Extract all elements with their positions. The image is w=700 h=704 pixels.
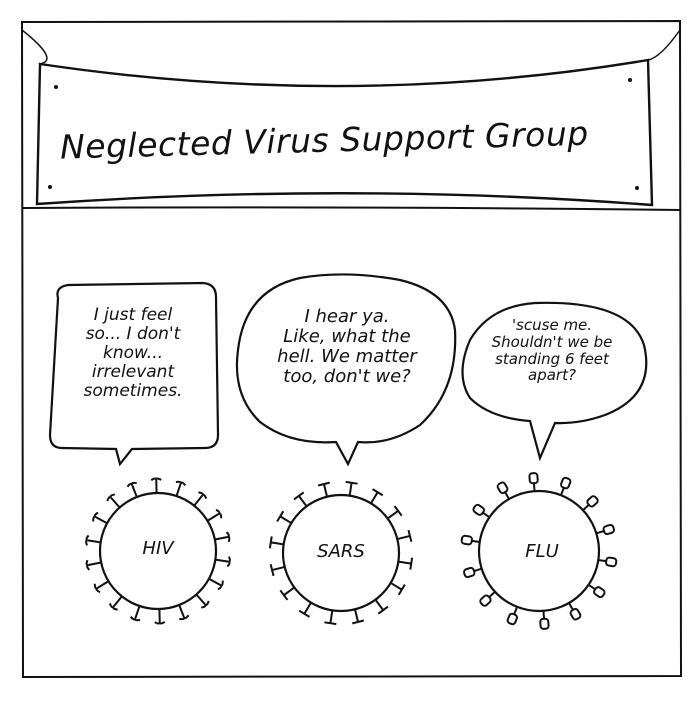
hiv-spike bbox=[135, 606, 139, 618]
wall-floor-line bbox=[22, 207, 681, 210]
flu-spike-knob bbox=[540, 619, 549, 630]
sars-spike bbox=[397, 536, 410, 539]
sars-spike bbox=[299, 496, 307, 506]
flu-speech-text: 'scuse me. Shouldn't we be standing 6 fe… bbox=[472, 317, 632, 384]
hiv-spike bbox=[97, 581, 108, 588]
sars-spike bbox=[271, 542, 284, 544]
sars-spike bbox=[304, 603, 311, 614]
hiv-label: HIV bbox=[113, 539, 203, 559]
sars-spike bbox=[324, 484, 327, 497]
flu-spike-knob bbox=[461, 535, 472, 544]
sars-spike-cap bbox=[395, 506, 402, 516]
flu-spike-knob bbox=[463, 567, 475, 578]
flu-spike-knob bbox=[497, 481, 509, 494]
sars-spike-cap bbox=[408, 530, 411, 542]
hiv-spike bbox=[88, 562, 101, 565]
banner-hanging-line bbox=[22, 30, 47, 64]
hiv-spike bbox=[96, 517, 107, 523]
hiv-spike-tip bbox=[155, 622, 165, 624]
sars-spike-cap bbox=[324, 622, 336, 624]
sars-spike bbox=[398, 562, 411, 564]
hiv-spike bbox=[132, 485, 137, 497]
sars-spike-cap bbox=[410, 558, 412, 570]
hiv-spike bbox=[196, 595, 205, 605]
sars-spike-cap bbox=[271, 564, 274, 576]
sars-spike-cap bbox=[352, 620, 364, 623]
hiv-spike bbox=[208, 514, 219, 521]
sars-spike bbox=[355, 609, 358, 622]
sars-spike-cap bbox=[373, 489, 383, 495]
flu-spike-knob bbox=[472, 504, 485, 516]
sars-spike bbox=[371, 492, 378, 503]
sars-spike bbox=[330, 610, 332, 623]
hiv-spike-tip bbox=[151, 478, 161, 480]
hiv-spike bbox=[209, 579, 220, 585]
flu-spike-knob bbox=[593, 586, 606, 598]
flu-spike-knob bbox=[606, 557, 617, 566]
sars-spike-cap bbox=[280, 590, 287, 600]
sars-spike-cap bbox=[270, 536, 272, 548]
hiv-spike bbox=[114, 596, 122, 606]
flu-label: FLU bbox=[497, 542, 587, 562]
grommet bbox=[628, 78, 632, 82]
sars-speech-text: I hear ya. Like, what the hell. We matte… bbox=[247, 307, 447, 388]
sars-spike bbox=[391, 583, 402, 590]
hiv-spike bbox=[215, 537, 228, 540]
hiv-spike bbox=[194, 496, 202, 506]
hiv-spike bbox=[179, 605, 184, 617]
sars-spike-cap bbox=[294, 492, 304, 499]
grommet bbox=[635, 186, 639, 190]
sars-spike bbox=[280, 516, 291, 523]
sars-label: SARS bbox=[296, 542, 386, 562]
sars-spike bbox=[388, 511, 398, 519]
hiv-spike bbox=[176, 484, 180, 496]
flu-spike-knob bbox=[560, 477, 571, 489]
sars-spike-cap bbox=[378, 607, 388, 614]
hiv-speech-text: I just feel so... I don't know... irrele… bbox=[58, 306, 208, 401]
sars-spike bbox=[350, 483, 352, 496]
sars-spike-cap bbox=[299, 611, 309, 617]
sars-spike bbox=[272, 567, 285, 570]
hiv-spike bbox=[88, 540, 101, 542]
sars-spike-cap bbox=[318, 483, 330, 486]
sars-spike-cap bbox=[399, 585, 405, 595]
sars-spike bbox=[284, 587, 294, 595]
hiv-spike bbox=[111, 498, 120, 508]
sars-spike-cap bbox=[346, 482, 358, 484]
sars-spike bbox=[375, 600, 383, 610]
flu-spike-knob bbox=[570, 608, 582, 621]
grommet bbox=[54, 85, 58, 89]
flu-spike-knob bbox=[603, 524, 615, 535]
hiv-spike bbox=[215, 560, 228, 562]
flu-spike-knob bbox=[507, 613, 518, 625]
flu-spike-knob bbox=[529, 473, 538, 484]
grommet bbox=[48, 185, 52, 189]
sars-spike-cap bbox=[277, 511, 283, 521]
